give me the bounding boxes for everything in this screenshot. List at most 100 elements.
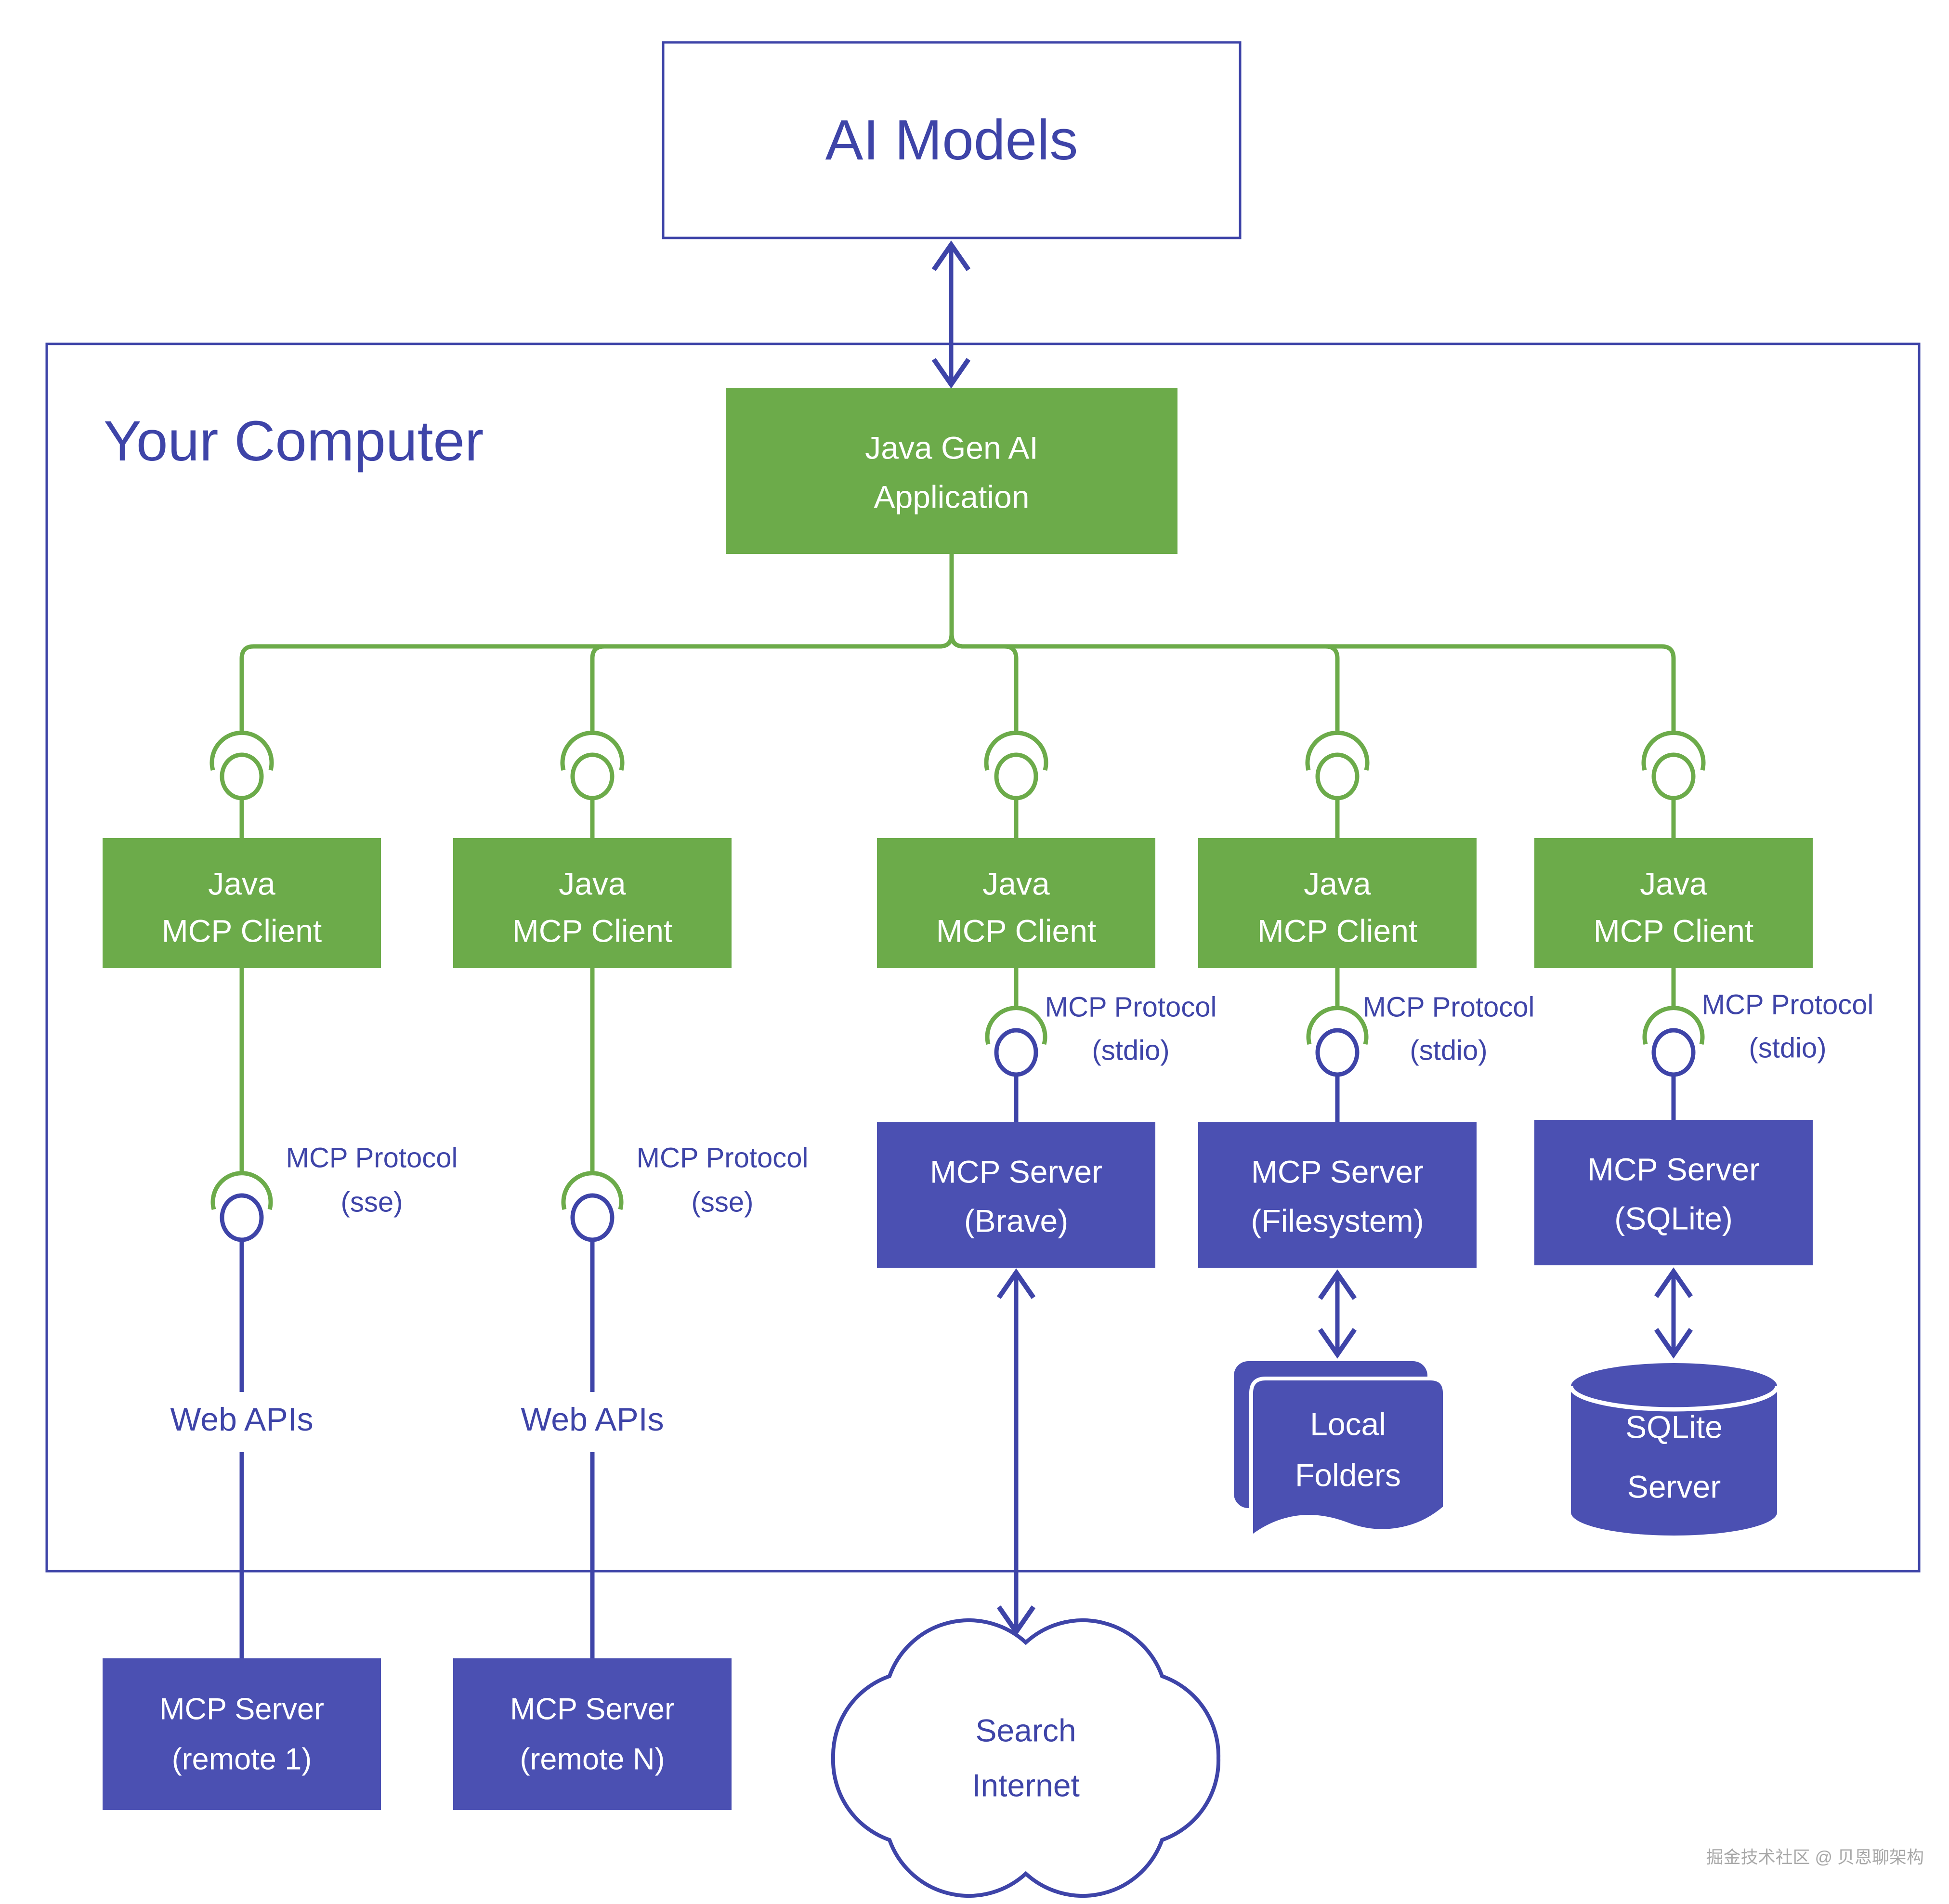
label-mask	[160, 1392, 324, 1452]
arrow-up-icon	[1318, 1269, 1357, 1300]
mcp-server-remote1-line2: (remote 1)	[172, 1743, 312, 1776]
gen-ai-app-label-line1: Java Gen AI	[865, 430, 1038, 465]
interface-ball-icon	[570, 752, 615, 801]
arrow-down-icon	[931, 358, 971, 389]
mcp-server-brave-box	[877, 1122, 1155, 1268]
cylinder-top-edge	[1569, 1386, 1779, 1412]
protocol-label-1-line1: MCP Protocol	[286, 1142, 458, 1173]
database-cylinder-icon	[1571, 1363, 1777, 1536]
ai-models-box	[662, 41, 1242, 239]
search-internet-cloud: Search Internet	[831, 1618, 1221, 1898]
mcp-client-3-line1: Java	[982, 866, 1050, 901]
protocol-label-3-line2: (stdio)	[1092, 1035, 1169, 1066]
mcp-client-1-line1: Java	[208, 866, 275, 901]
interface-ball-icon	[1651, 1028, 1696, 1077]
interface-socket-icon	[1642, 1006, 1705, 1045]
mcp-client-5-line2: MCP Client	[1594, 913, 1754, 948]
mcp-client-box-3	[877, 838, 1155, 968]
interface-ball-icon	[1651, 752, 1696, 801]
mcp-client-3-line2: MCP Client	[936, 913, 1097, 948]
local-folders-line2: Folders	[1295, 1457, 1401, 1493]
ai-models-label: AI Models	[825, 108, 1078, 172]
mcp-server-remote1-line1: MCP Server	[159, 1693, 324, 1726]
interface-ball-icon	[1315, 1028, 1360, 1077]
label-mask	[510, 1392, 674, 1452]
mcp-client-4-line1: Java	[1304, 866, 1371, 901]
mcp-client-2-line2: MCP Client	[512, 913, 673, 948]
stdio-interface-icons	[985, 968, 1705, 1122]
protocol-label-4-line1: MCP Protocol	[1363, 991, 1535, 1023]
arrow-down-icon	[996, 1605, 1036, 1636]
protocol-label-2-line1: MCP Protocol	[637, 1142, 809, 1173]
mcp-server-sqlite-box	[1534, 1120, 1813, 1265]
protocol-label-5-line1: MCP Protocol	[1702, 989, 1874, 1020]
interface-socket-icon	[561, 1171, 624, 1210]
mcp-server-boxes: MCP Server (Brave) MCP Server (Filesyste…	[877, 1120, 1813, 1268]
brave-cloud-arrow	[996, 1268, 1036, 1636]
mcp-client-box-2	[453, 838, 732, 968]
mcp-client-1-line2: MCP Client	[162, 913, 322, 948]
mcp-server-filesystem-line1: MCP Server	[1251, 1154, 1424, 1189]
mcp-client-box-1	[103, 838, 381, 968]
mcp-server-remoteN-box	[453, 1658, 732, 1810]
interface-socket-icon	[1305, 730, 1370, 771]
cloud-icon	[831, 1618, 1221, 1898]
mcp-client-4-line2: MCP Client	[1257, 913, 1418, 948]
local-folders-line1: Local	[1310, 1406, 1386, 1442]
client-interface-icons	[209, 730, 1706, 838]
interface-socket-icon	[1641, 730, 1706, 771]
gen-ai-app-box	[726, 388, 1177, 554]
ai-models-app-arrow	[931, 240, 971, 389]
mcp-server-brave-line2: (Brave)	[964, 1203, 1068, 1238]
interface-ball-icon	[1315, 752, 1360, 801]
mcp-server-filesystem-line2: (Filesystem)	[1251, 1203, 1424, 1238]
interface-socket-icon	[985, 1006, 1047, 1045]
sqlite-store-line2: Server	[1627, 1469, 1721, 1504]
interface-socket-icon	[1306, 1006, 1369, 1045]
interface-socket-icon	[210, 1171, 273, 1210]
sqlite-store-arrow	[1654, 1267, 1693, 1359]
mcp-server-remoteN-line1: MCP Server	[510, 1693, 675, 1726]
mcp-server-sqlite-line2: (SQLite)	[1614, 1200, 1733, 1236]
gen-ai-app-label-line2: Application	[874, 479, 1030, 514]
interface-ball-icon	[994, 1028, 1038, 1077]
interface-ball-icon	[220, 1193, 264, 1242]
protocol-label-1-line2: (sse)	[341, 1186, 403, 1218]
arrow-up-icon	[1654, 1267, 1693, 1298]
interface-socket-icon	[560, 730, 625, 771]
mcp-server-remote1-box	[103, 1658, 381, 1810]
arrow-down-icon	[1318, 1328, 1357, 1359]
remote-server-boxes: MCP Server (remote 1) MCP Server (remote…	[103, 1658, 732, 1810]
mcp-server-brave-line1: MCP Server	[930, 1154, 1102, 1189]
interface-ball-icon	[570, 1193, 615, 1242]
search-cloud-line2: Internet	[972, 1767, 1080, 1803]
mcp-client-5-line1: Java	[1640, 866, 1707, 901]
interface-ball-icon	[220, 752, 264, 801]
client-branch-lines	[239, 554, 1676, 733]
local-folders-front-page-icon	[1249, 1377, 1447, 1542]
sse-interface-icons	[210, 968, 624, 1658]
arrow-up-icon	[931, 240, 971, 271]
local-folders: Local Folders	[1234, 1361, 1447, 1542]
arrow-up-icon	[996, 1268, 1036, 1299]
mcp-server-filesystem-box	[1198, 1122, 1477, 1268]
web-apis-labels: Web APIs Web APIs	[160, 1392, 674, 1452]
your-computer-label: Your Computer	[104, 409, 484, 473]
interface-socket-icon	[209, 730, 274, 771]
sqlite-store-line1: SQLite	[1625, 1409, 1723, 1444]
protocol-label-2-line2: (sse)	[692, 1186, 754, 1218]
mcp-server-sqlite-line1: MCP Server	[1587, 1151, 1760, 1187]
web-apis-label-2: Web APIs	[521, 1401, 664, 1438]
interface-socket-icon	[984, 730, 1048, 771]
web-apis-label-1: Web APIs	[170, 1401, 313, 1438]
mcp-client-box-4	[1198, 838, 1477, 968]
mcp-client-2-line1: Java	[559, 866, 626, 901]
mcp-server-remoteN-line2: (remote N)	[520, 1743, 665, 1776]
filesystem-folders-arrow	[1318, 1269, 1357, 1359]
watermark-text: 掘金技术社区 @ 贝恩聊架构	[1706, 1847, 1924, 1867]
protocol-label-5-line2: (stdio)	[1749, 1032, 1826, 1064]
protocol-label-3-line1: MCP Protocol	[1045, 991, 1217, 1023]
interface-ball-icon	[994, 752, 1038, 801]
arrow-down-icon	[1654, 1328, 1693, 1359]
